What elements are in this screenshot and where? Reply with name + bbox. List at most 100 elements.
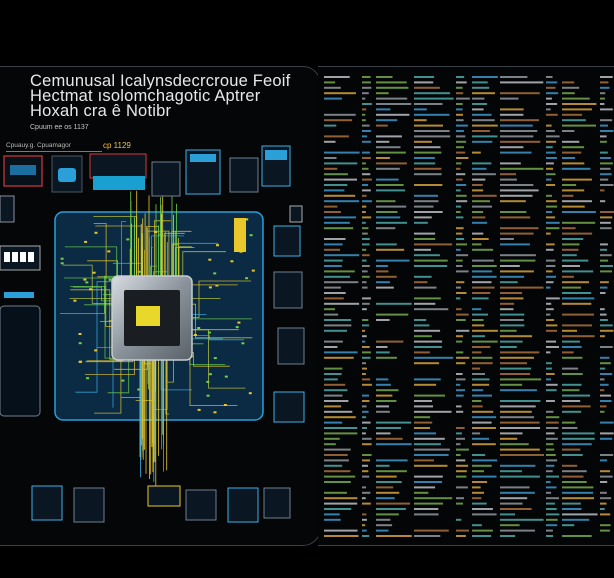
listing-line — [376, 270, 389, 273]
listing-line — [414, 308, 449, 311]
listing-line — [472, 524, 482, 527]
listing-line — [600, 265, 613, 267]
listing-line — [472, 367, 481, 370]
listing-line — [376, 470, 407, 473]
solder-pad — [224, 375, 228, 378]
listing-line — [376, 243, 397, 246]
listing-line — [546, 383, 558, 386]
listing-line — [324, 227, 354, 230]
listing-line — [376, 319, 390, 321]
listing-line — [600, 459, 608, 462]
listing-line — [324, 238, 346, 240]
listing-line — [376, 410, 390, 413]
solder-pad — [245, 277, 249, 280]
listing-line — [600, 405, 607, 408]
listing-line — [324, 286, 341, 289]
listing-line — [324, 270, 355, 273]
listing-line — [414, 432, 436, 435]
listing-line — [362, 243, 370, 246]
listing-line — [562, 124, 596, 127]
listing-line — [362, 454, 372, 456]
listing-line — [500, 351, 540, 354]
listing-line — [376, 205, 407, 208]
listing-line — [546, 362, 552, 365]
listing-line — [546, 529, 553, 532]
listing-line — [500, 529, 535, 532]
listing-line — [324, 178, 357, 181]
listing-line — [546, 286, 551, 289]
listing-line — [562, 373, 583, 375]
listing-line — [562, 394, 591, 397]
listing-line — [414, 454, 449, 456]
listing-line — [362, 432, 366, 435]
listing-line — [414, 151, 442, 154]
listing-line — [324, 124, 337, 127]
listing-line — [456, 502, 463, 505]
solder-pad — [197, 327, 201, 329]
listing-line — [362, 200, 372, 203]
listing-line — [324, 351, 358, 354]
listing-line — [376, 518, 391, 521]
listing-line — [600, 308, 605, 311]
listing-line — [456, 497, 464, 500]
listing-line — [500, 232, 534, 235]
listing-line — [546, 265, 556, 267]
listing-line — [546, 108, 551, 111]
listing-line — [546, 497, 559, 500]
listing-line — [500, 200, 526, 203]
listing-line — [500, 97, 519, 100]
listing-line — [414, 448, 450, 451]
listing-line — [456, 173, 466, 176]
listing-line — [562, 524, 575, 527]
listing-line — [472, 97, 485, 100]
listing-line — [600, 200, 606, 203]
listing-line — [362, 103, 372, 105]
listing-line — [414, 140, 432, 143]
listing-line — [546, 459, 558, 462]
listing-line — [546, 200, 557, 203]
listing-line — [562, 140, 580, 143]
listing-line — [562, 113, 583, 116]
listing-line — [456, 108, 463, 111]
listing-line — [414, 405, 433, 408]
title-line-3: Hoxah cra ê Notibr — [30, 102, 172, 120]
listing-line — [500, 108, 524, 111]
listing-line — [456, 119, 464, 122]
solder-pad — [137, 388, 141, 391]
listing-line — [414, 146, 441, 149]
listing-line — [414, 194, 439, 197]
listing-line — [546, 416, 560, 419]
listing-line — [500, 367, 532, 370]
solder-pad — [89, 288, 92, 291]
module-bottom-3 — [185, 489, 217, 521]
listing-line — [376, 124, 388, 127]
listing-line — [456, 227, 464, 230]
module-left-panel-large — [0, 305, 41, 417]
listing-line — [324, 454, 348, 456]
listing-line — [600, 335, 605, 338]
listing-line — [562, 367, 579, 370]
listing-line — [456, 405, 462, 408]
listing-line — [500, 184, 534, 186]
listing-line — [414, 443, 441, 446]
listing-line — [414, 216, 432, 219]
listing-line — [414, 421, 433, 424]
listing-line — [414, 362, 440, 365]
listing-line — [362, 130, 372, 132]
listing-line — [500, 400, 541, 402]
listing-line — [600, 502, 607, 505]
listing-line — [456, 167, 461, 170]
listing-line — [414, 173, 442, 176]
listing-line — [324, 367, 343, 370]
listing-line — [500, 119, 539, 122]
solder-pad — [206, 380, 210, 383]
listing-line — [324, 481, 351, 483]
listing-line — [376, 113, 410, 116]
listing-line — [472, 373, 485, 375]
listing-line — [376, 92, 389, 95]
listing-line — [546, 508, 557, 510]
listing-line — [600, 178, 609, 181]
circuit-trace — [62, 264, 122, 304]
listing-line — [500, 508, 532, 510]
listing-line — [562, 265, 580, 267]
